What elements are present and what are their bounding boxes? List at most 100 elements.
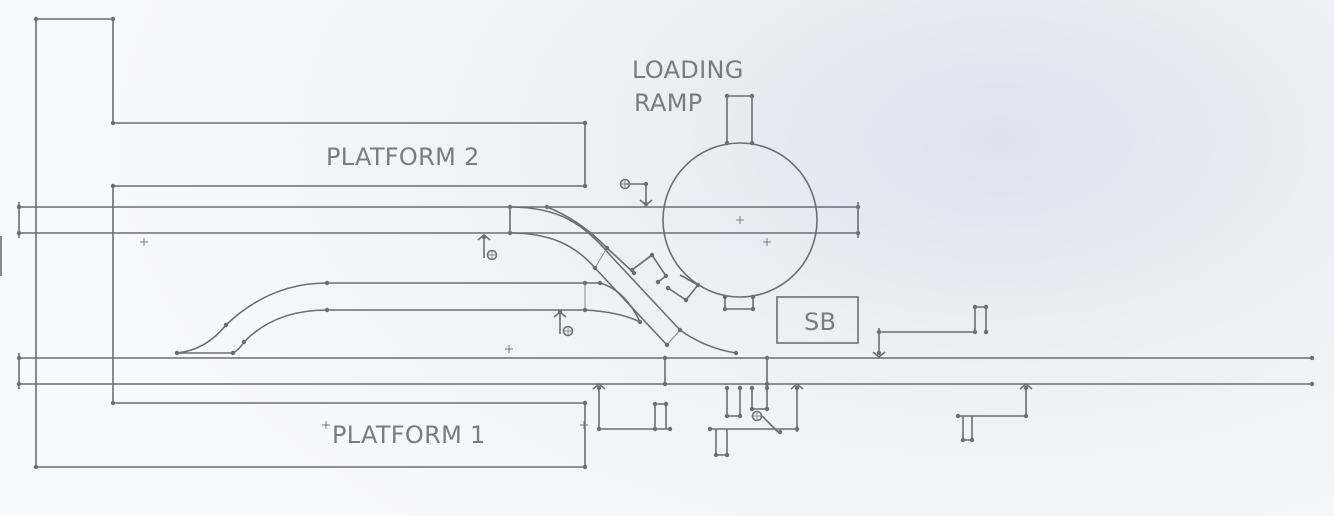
sketch-vertex[interactable] [16,355,22,361]
sketch-vertex[interactable] [749,140,755,146]
crosshair-icon [140,216,771,429]
sketch-vertex[interactable] [662,381,668,387]
crossover-track[interactable] [509,206,737,354]
sketch-vertex[interactable] [750,294,756,300]
arrow-up-icon [790,382,804,390]
sketch-vertex[interactable] [960,437,966,443]
sketch-vertex[interactable] [324,307,330,313]
sketch-vertex[interactable] [972,304,978,310]
sketch-vertex[interactable] [876,329,882,335]
sketch-vertex[interactable] [16,204,22,210]
platform-2-outline[interactable] [35,18,586,468]
sketch-vertex[interactable] [637,319,643,325]
sketch-vertex[interactable] [737,385,743,391]
sketch-vertex[interactable] [1023,413,1029,419]
sketch-vertex[interactable] [764,406,770,412]
turnout-marker [631,253,668,283]
sketch-vertex[interactable] [724,413,730,419]
arrow-up-icon [592,382,606,390]
circle-plus-icon [483,237,498,261]
sketch-vertex[interactable] [596,385,602,391]
arrow-up-icon [553,310,567,318]
sketch-vertex[interactable] [16,381,22,387]
sketch-vertex[interactable] [724,93,730,99]
sketch-vertex[interactable] [955,413,961,419]
sketch-vertex[interactable] [582,280,588,286]
sketch-vertex[interactable] [604,245,610,251]
sketch-vertex[interactable] [876,350,882,356]
sketch-vertex[interactable] [855,204,861,210]
sketch-vertex[interactable] [663,273,669,279]
sketch-vertex[interactable] [507,204,513,210]
sketch-vertex[interactable] [629,267,635,273]
sketch-vertex[interactable] [722,306,728,312]
sketch-vertex[interactable] [972,329,978,335]
sketch-vertex[interactable] [652,426,658,432]
sketch-vertex[interactable] [683,297,689,303]
sketch-vertex[interactable] [596,426,602,432]
sketch-vertex[interactable] [223,322,229,328]
sketch-vertex[interactable] [230,350,236,356]
sketch-vertex[interactable] [662,355,668,361]
sketch-vertex[interactable] [713,452,719,458]
upper-main-track[interactable] [18,202,859,238]
sketch-vertex[interactable] [110,120,116,126]
sketch-vertex[interactable] [592,265,598,271]
sketch-vertex[interactable] [1309,355,1315,361]
sketch-vertex[interactable] [652,401,658,407]
sketch-vertex[interactable] [724,452,730,458]
sketch-vertex[interactable] [507,230,513,236]
sketch-vertex[interactable] [544,204,550,210]
sketch-vertex[interactable] [663,401,669,407]
sketch-vertex[interactable] [33,464,39,470]
sketch-vertex[interactable] [724,140,730,146]
sketch-vertex[interactable] [582,464,588,470]
sketch-vertex[interactable] [794,426,800,432]
sketch-vertex[interactable] [241,339,247,345]
sketch-vertex[interactable] [582,307,588,313]
sketch-vertex[interactable] [597,280,603,286]
sketch-vertex[interactable] [324,280,330,286]
sketch-vertex[interactable] [737,413,743,419]
sketch-vertex[interactable] [582,183,588,189]
sketch-vertex[interactable] [749,385,755,391]
sketch-vertex[interactable] [733,350,739,356]
sketch-vertex[interactable] [677,327,683,333]
sketch-vertex[interactable] [110,183,116,189]
sketch-vertex[interactable] [777,429,783,435]
sketch-vertex[interactable] [667,426,673,432]
sketch-vertex[interactable] [643,181,649,187]
sketch-vertex[interactable] [750,306,756,312]
sketch-vertex[interactable] [855,230,861,236]
sketch-vertex[interactable] [983,304,989,310]
sketch-vertex[interactable] [764,385,770,391]
signal-box[interactable] [776,296,859,344]
sketch-vertex[interactable] [1309,381,1315,387]
sketch-vertex[interactable] [722,294,728,300]
sketch-vertex[interactable] [174,350,180,356]
sketch-vertex[interactable] [649,252,655,258]
turntable-circle[interactable] [662,95,818,310]
sketch-vertex[interactable] [764,381,770,387]
sketch-vertex[interactable] [749,406,755,412]
loading-ramp-label-line2: RAMP [634,89,703,117]
sketch-vertex[interactable] [749,93,755,99]
siding-track[interactable] [176,282,641,354]
sketch-vertex[interactable] [1023,385,1029,391]
sketch-vertex[interactable] [33,16,39,22]
sketch-vertex[interactable] [764,355,770,361]
sketch-vertex[interactable] [16,230,22,236]
sketch-vertex[interactable] [983,329,989,335]
sketch-vertex[interactable] [707,426,713,432]
sketch-vertex[interactable] [664,342,670,348]
sketch-vertex[interactable] [665,285,671,291]
sketch-vertex[interactable] [969,437,975,443]
sketch-vertex[interactable] [582,400,588,406]
sketch-vertex[interactable] [110,400,116,406]
sketch-vertex[interactable] [794,385,800,391]
sketch-vertex[interactable] [110,16,116,22]
sketch-vertex[interactable] [582,120,588,126]
sketch-vertex[interactable] [695,282,701,288]
sketch-vertex[interactable] [724,385,730,391]
sketch-vertex[interactable] [655,279,661,285]
